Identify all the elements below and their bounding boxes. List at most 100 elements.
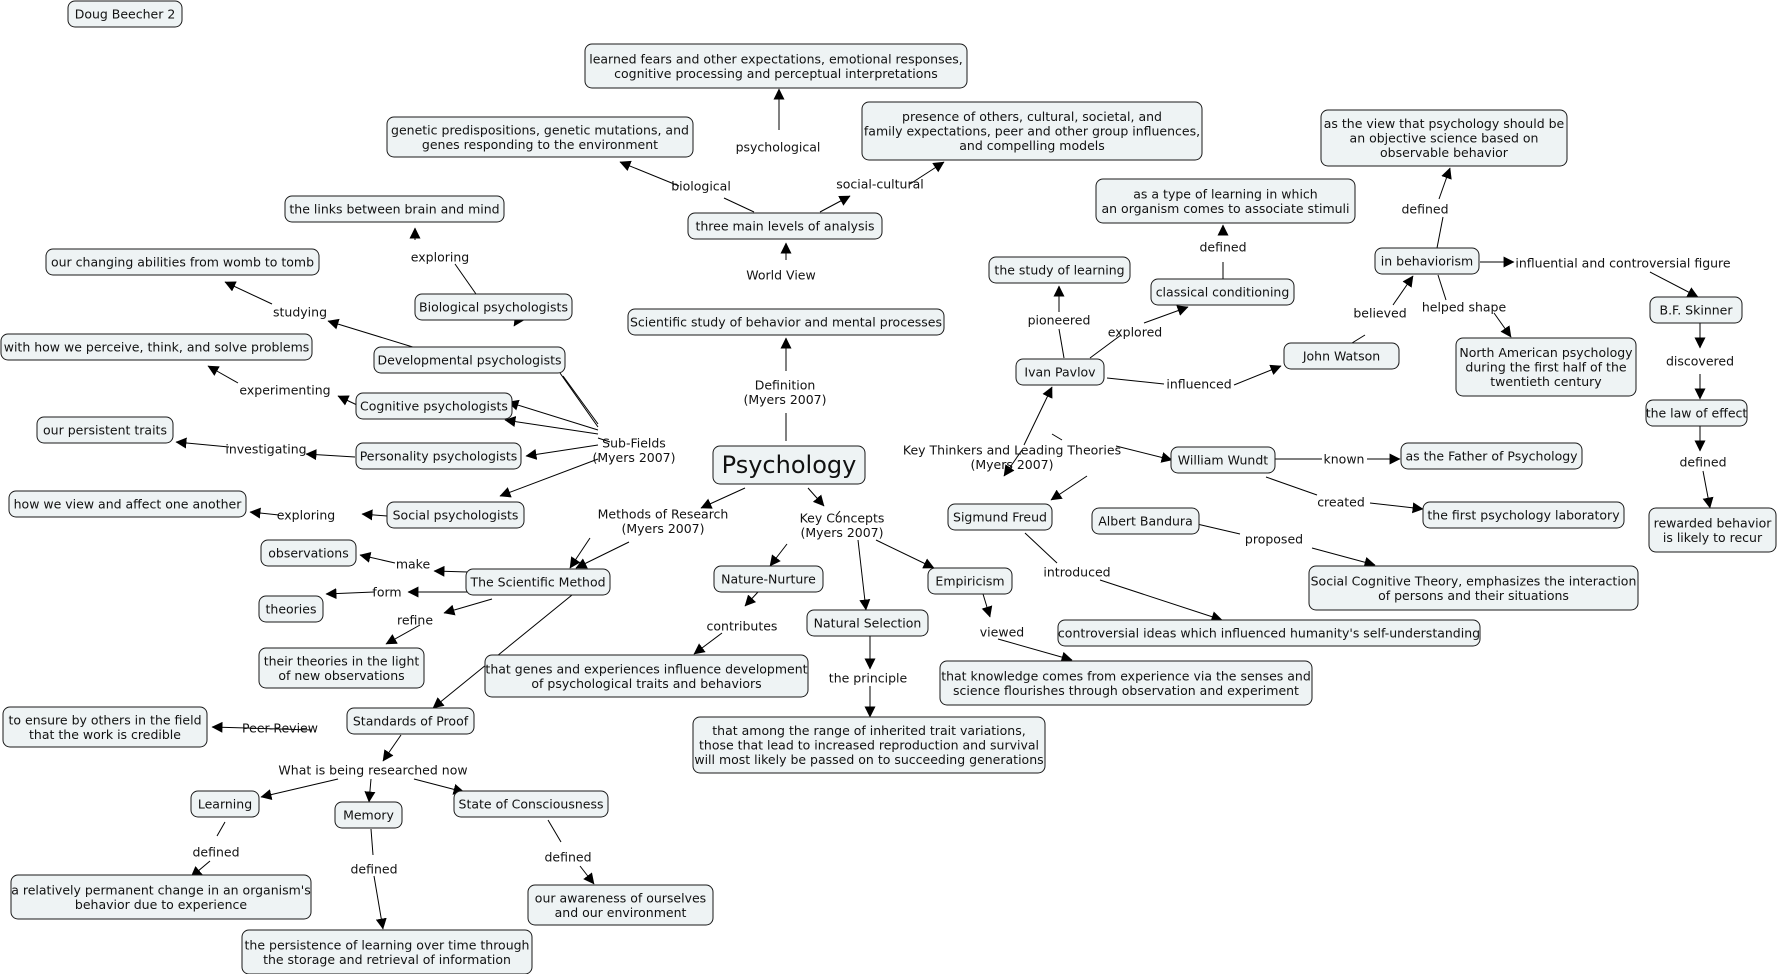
concept-knowledge[interactable]: that knowledge comes from experience via… — [939, 660, 1313, 706]
concept-natsel[interactable]: Natural Selection — [806, 609, 929, 637]
concept-psych[interactable]: Psychology — [712, 445, 866, 485]
concept-text: genes responding to the environment — [422, 137, 658, 152]
link-phrase-influenced: influenced — [1166, 377, 1231, 392]
concept-bio[interactable]: Biological psychologists — [414, 293, 573, 321]
concept-observations[interactable]: observations — [260, 539, 357, 567]
connector-line — [337, 395, 358, 406]
concept-sct[interactable]: Social Cognitive Theory, emphasizes the … — [1308, 565, 1639, 611]
link-phrase-principle: the principle — [829, 671, 908, 686]
concept-scientific[interactable]: Scientific study of behavior and mental … — [627, 308, 945, 336]
connector-line — [744, 591, 759, 607]
concept-skinner[interactable]: B.F. Skinner — [1649, 296, 1743, 324]
concept-box — [1422, 501, 1625, 529]
concept-watson[interactable]: John Watson — [1283, 342, 1400, 370]
connector-line — [1003, 449, 1023, 477]
concept-persist[interactable]: the persistence of learning over time th… — [241, 929, 533, 974]
concept-box — [947, 503, 1053, 531]
concept-sci[interactable]: The Scientific Method — [465, 568, 611, 596]
connector-line — [382, 734, 402, 762]
concept-text: and our environment — [555, 905, 687, 920]
concept-box — [988, 256, 1131, 284]
link-phrase-pioneered: pioneered — [1028, 313, 1091, 328]
concept-firstlab[interactable]: the first psychology laboratory — [1422, 501, 1625, 529]
concept-box — [355, 442, 522, 470]
concept-text: theories — [266, 602, 317, 617]
concept-text: observable behavior — [1380, 145, 1509, 160]
connector-line — [216, 821, 226, 837]
connector-line — [1196, 523, 1241, 535]
concept-box — [527, 884, 714, 926]
link-phrase-text: introduced — [1043, 565, 1110, 580]
link-phrase-proposed: proposed — [1245, 532, 1303, 547]
link-phrase-text: Sub-Fields — [602, 435, 666, 450]
connector-line — [619, 160, 680, 187]
connector-line — [327, 318, 417, 349]
concept-perceive[interactable]: with how we perceive, think, and solve p… — [0, 333, 313, 361]
concept-pers[interactable]: Personality psychologists — [355, 442, 522, 470]
concept-among[interactable]: that among the range of inherited trait … — [692, 716, 1046, 774]
connector-line — [433, 565, 469, 577]
concept-dev[interactable]: Developmental psychologists — [373, 346, 566, 374]
concept-behaviorism[interactable]: in behaviorism — [1374, 247, 1480, 275]
connector-line — [562, 375, 599, 425]
concept-studylearn[interactable]: the study of learning — [988, 256, 1131, 284]
concept-box — [584, 43, 968, 89]
link-phrase-text: defined — [1401, 202, 1448, 217]
concept-box — [1645, 399, 1748, 427]
concept-memory[interactable]: Memory — [334, 801, 403, 829]
concept-emp[interactable]: Empiricism — [927, 567, 1013, 595]
concept-text: observations — [268, 546, 348, 561]
concept-nn[interactable]: Nature-Nurture — [713, 565, 824, 593]
concept-womb[interactable]: our changing abilities from womb to tomb — [45, 248, 320, 276]
concept-text: B.F. Skinner — [1660, 303, 1734, 318]
concept-box — [258, 595, 324, 623]
concept-soc[interactable]: Social psychologists — [386, 501, 525, 529]
connector-line — [525, 444, 599, 460]
concept-traits[interactable]: our persistent traits — [36, 416, 174, 444]
concept-box — [241, 929, 533, 974]
concept-view[interactable]: how we view and affect one another — [8, 490, 247, 518]
concept-genesexp[interactable]: that genes and experiences influence dev… — [484, 654, 809, 698]
concept-text: Scientific study of behavior and mental … — [630, 315, 942, 330]
concept-learning[interactable]: Learning — [190, 790, 260, 818]
concept-text: Learning — [198, 797, 252, 812]
concept-objective[interactable]: as the view that psychology should bean … — [1320, 109, 1568, 167]
concept-freud[interactable]: Sigmund Freud — [947, 503, 1053, 531]
concept-rewarded[interactable]: rewarded behavioris likely to recur — [1648, 507, 1777, 553]
concept-box — [334, 801, 403, 829]
concept-bandura[interactable]: Albert Bandura — [1091, 507, 1200, 535]
concept-soconsc[interactable]: State of Consciousness — [453, 790, 609, 818]
concept-theories[interactable]: theories — [258, 595, 324, 623]
concept-learned[interactable]: learned fears and other expectations, em… — [584, 43, 968, 89]
concept-relperm[interactable]: a relatively permanent change in an orga… — [10, 874, 312, 920]
link-phrase-definition: Definition(Myers 2007) — [743, 377, 826, 407]
connector-line — [325, 588, 375, 600]
concept-presence[interactable]: presence of others, cultural, societal, … — [861, 101, 1203, 161]
concept-pavlov[interactable]: Ivan Pavlov — [1015, 358, 1105, 386]
concept-three[interactable]: three main levels of analysis — [687, 212, 883, 240]
concept-controversial[interactable]: controversial ideas which influenced hum… — [1057, 619, 1481, 647]
connector-line — [1493, 312, 1512, 338]
concept-standards[interactable]: Standards of Proof — [346, 707, 475, 735]
concept-links[interactable]: the links between brain and mind — [284, 195, 505, 223]
concept-genetic[interactable]: genetic predispositions, genetic mutatio… — [386, 116, 694, 158]
concept-wundt[interactable]: William Wundt — [1170, 446, 1276, 474]
concept-cog[interactable]: Cognitive psychologists — [355, 392, 513, 420]
concept-box — [284, 195, 505, 223]
concept-law[interactable]: the law of effect — [1645, 399, 1748, 427]
concept-classical[interactable]: classical conditioning — [1150, 278, 1295, 306]
concept-father[interactable]: as the Father of Psychology — [1400, 442, 1583, 470]
link-phrase-text: Key Thinkers and Leading Theories — [903, 442, 1121, 457]
concept-text: is likely to recur — [1663, 530, 1763, 545]
concept-text: Natural Selection — [814, 616, 922, 631]
author-tag: Doug Beecher 2 — [67, 0, 183, 28]
link-phrase-defined3: defined — [544, 850, 591, 865]
concept-text: that among the range of inherited trait … — [712, 723, 1025, 738]
concept-text: those that lead to increased reproductio… — [699, 738, 1039, 753]
concept-box — [1455, 337, 1637, 397]
